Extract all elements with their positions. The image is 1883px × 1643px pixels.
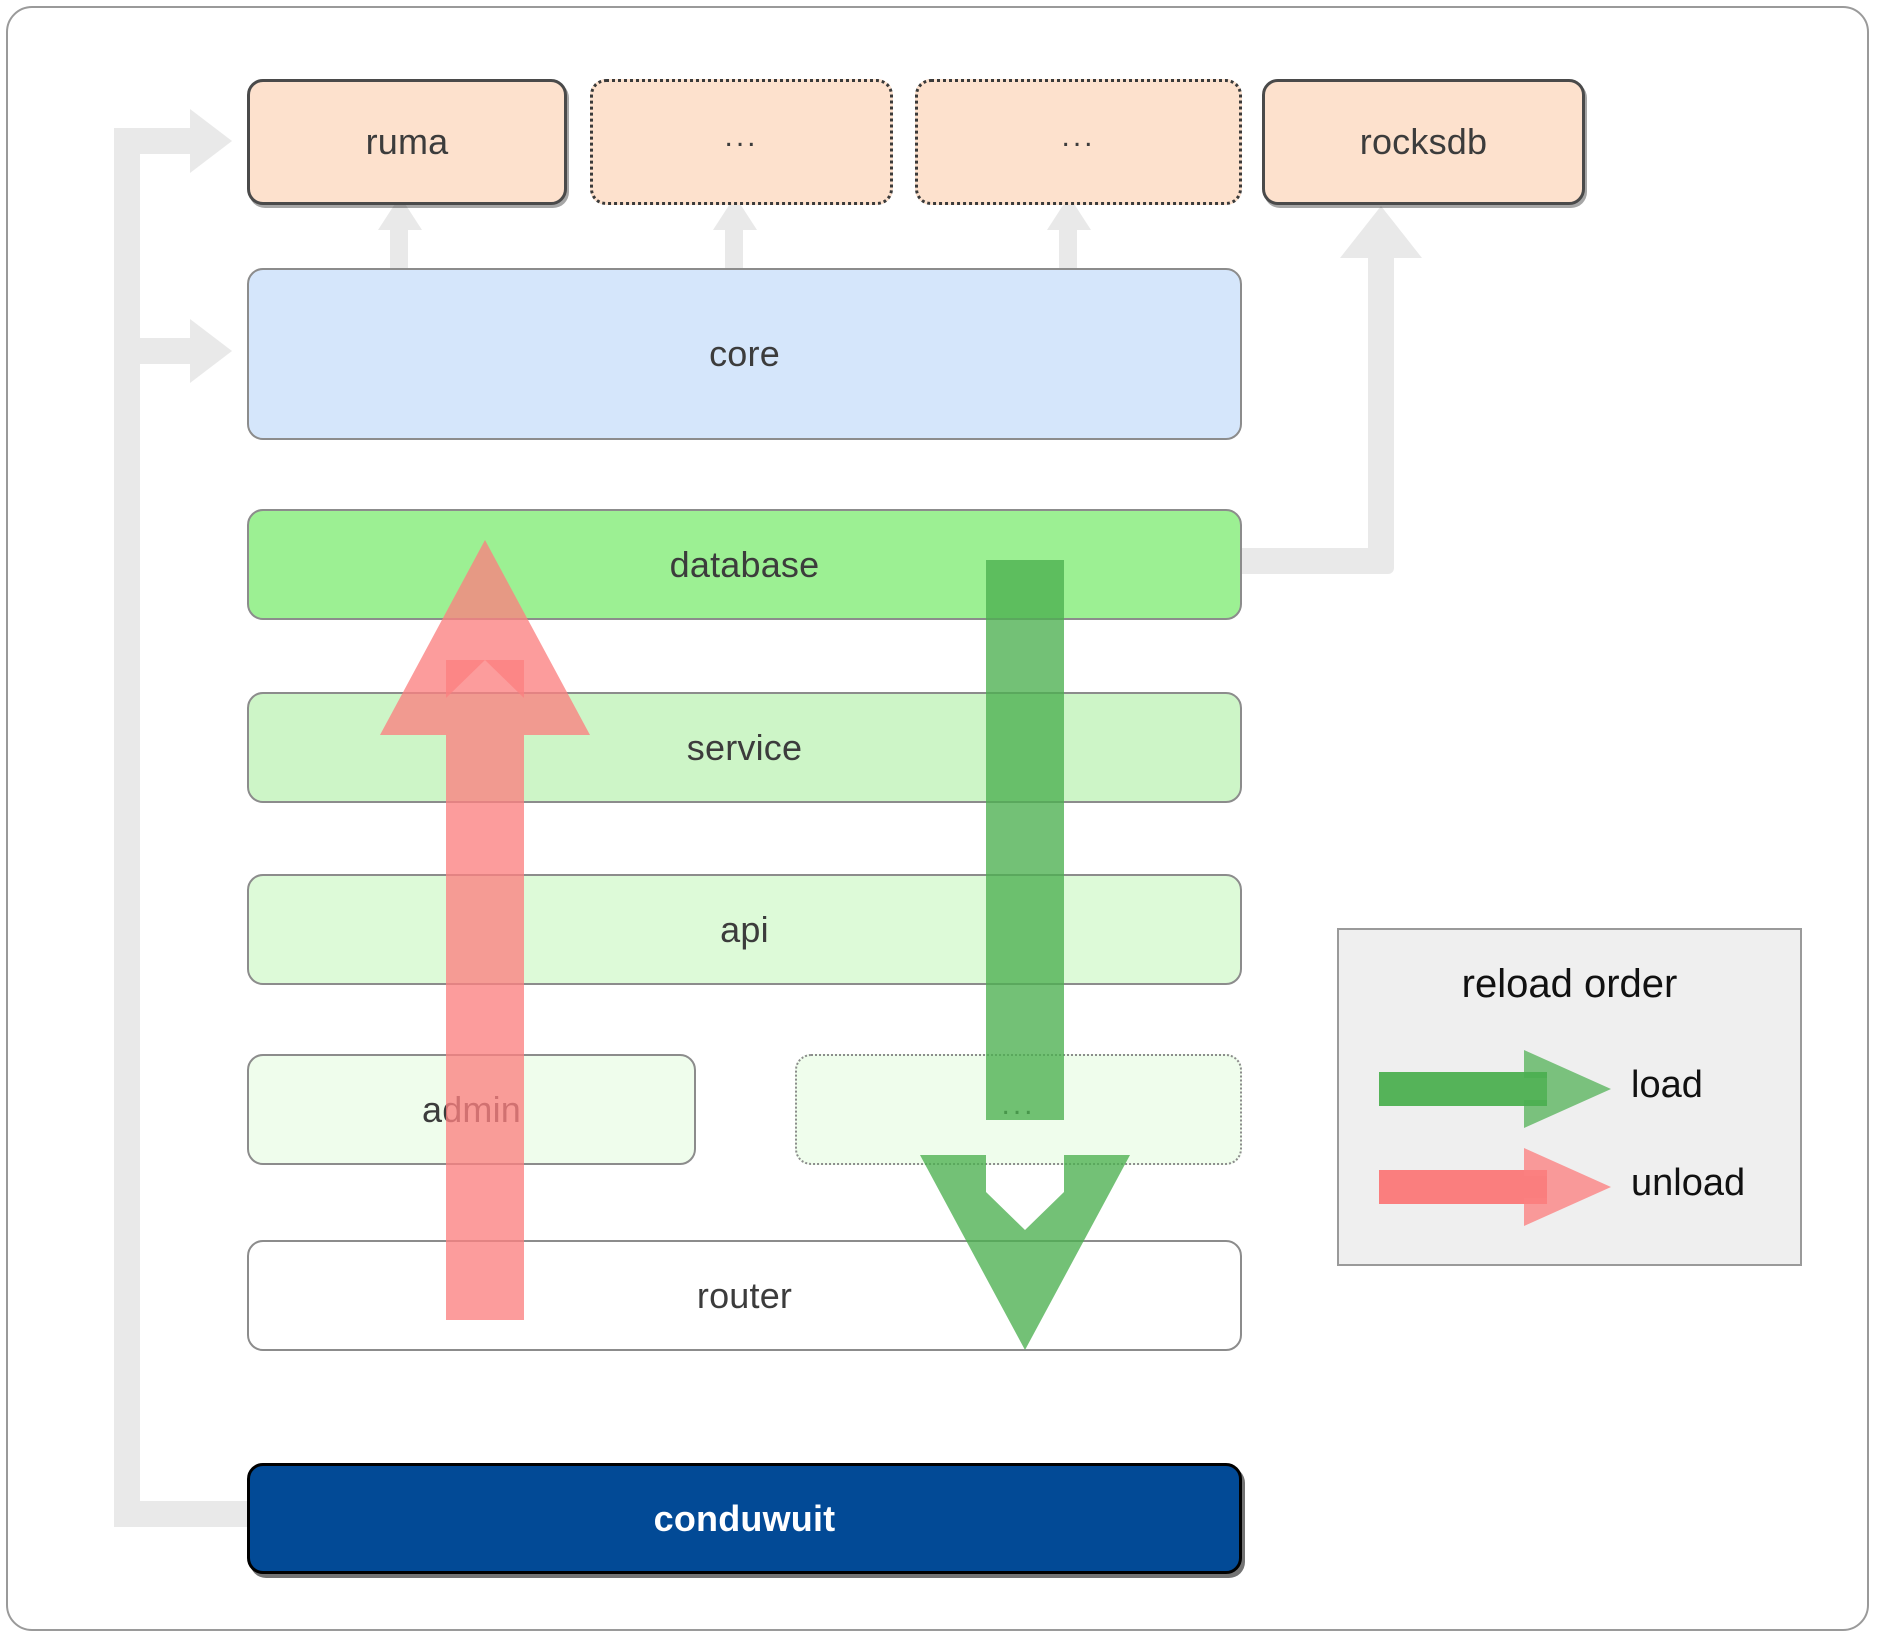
dependency-label-placeholder-2: ... xyxy=(1061,120,1096,153)
legend-row-load: load xyxy=(1339,1050,1800,1128)
layer-label-admin: admin xyxy=(421,1088,522,1130)
connector-database-vertical xyxy=(1368,255,1394,565)
layer-box-placeholder[interactable]: ... xyxy=(795,1054,1242,1165)
layer-label-placeholder: ... xyxy=(1001,1087,1036,1121)
connector-to-core xyxy=(114,338,200,364)
app-label-conduwuit: conduwuit xyxy=(653,1497,836,1539)
layer-label-service: service xyxy=(686,726,803,768)
connector-database-horizontal xyxy=(1228,548,1394,574)
layer-label-core: core xyxy=(709,333,780,374)
layer-box-database[interactable]: database xyxy=(247,509,1242,620)
core-to-dep2-shaft xyxy=(725,226,743,278)
core-to-ruma-shaft xyxy=(390,226,408,278)
load-arrow-icon xyxy=(1379,1050,1611,1128)
dependency-label-rocksdb: rocksdb xyxy=(1359,121,1488,162)
legend-label-load: load xyxy=(1631,1064,1703,1106)
legend-row-unload: unload xyxy=(1339,1148,1800,1226)
layer-label-api: api xyxy=(720,908,769,950)
layer-box-router[interactable]: router xyxy=(247,1240,1242,1351)
layer-box-service[interactable]: service xyxy=(247,692,1242,803)
connector-to-ruma xyxy=(114,128,200,154)
legend-panel: reload order load unload xyxy=(1337,928,1802,1266)
layer-label-database: database xyxy=(669,543,820,585)
dependency-label-placeholder-1: ... xyxy=(724,120,759,153)
dependency-box-placeholder-2[interactable]: ... xyxy=(915,79,1242,205)
app-box-conduwuit[interactable]: conduwuit xyxy=(247,1463,1242,1574)
dependency-box-placeholder-1[interactable]: ... xyxy=(590,79,893,205)
dependency-label-ruma: ruma xyxy=(365,121,449,162)
layer-label-router: router xyxy=(696,1274,793,1316)
legend-label-unload: unload xyxy=(1631,1162,1746,1204)
layer-box-api[interactable]: api xyxy=(247,874,1242,985)
connector-arrowhead-core xyxy=(190,319,232,383)
dependency-box-rocksdb[interactable]: rocksdb xyxy=(1262,79,1585,205)
layer-box-admin[interactable]: admin xyxy=(247,1054,696,1165)
dependency-box-ruma[interactable]: ruma xyxy=(247,79,567,205)
connector-arrowhead-rocksdb xyxy=(1340,206,1422,258)
diagram-frame xyxy=(6,6,1869,1631)
connector-from-conduwuit xyxy=(114,1501,248,1527)
unload-arrow-icon xyxy=(1379,1148,1611,1226)
core-to-dep3-shaft xyxy=(1059,226,1077,278)
legend-title: reload order xyxy=(1461,962,1678,1006)
connector-arrowhead-ruma xyxy=(190,109,232,173)
layer-box-core[interactable]: core xyxy=(247,268,1242,440)
